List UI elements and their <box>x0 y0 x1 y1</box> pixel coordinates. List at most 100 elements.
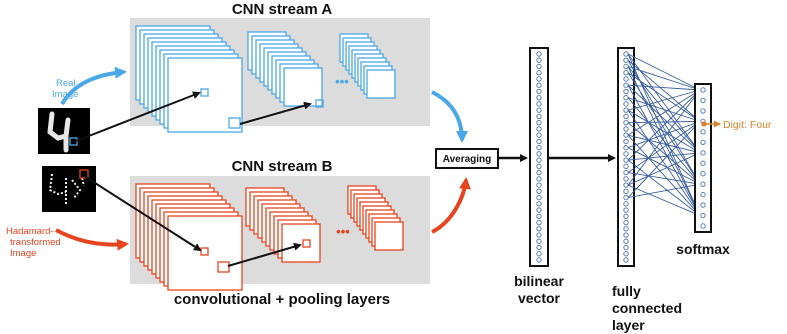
fc-neuron <box>623 232 629 238</box>
fc-neuron <box>623 113 629 120</box>
fc-softmax-connection <box>627 122 701 185</box>
fc-softmax-connection <box>627 89 701 136</box>
softmax-neuron <box>700 212 706 219</box>
fc-softmax-connection <box>627 53 701 91</box>
averaging-box <box>435 148 499 169</box>
fc-neuron <box>623 70 629 76</box>
averaging-label: Averaging <box>443 154 492 165</box>
bilinear-neuron <box>536 238 542 244</box>
fc-softmax-connection <box>627 147 701 185</box>
stream-a-stack-2 <box>247 31 323 107</box>
fc-neuron <box>623 144 629 151</box>
fc-softmax-connection <box>627 152 701 186</box>
bilinear-neuron <box>536 70 542 76</box>
softmax-neuron <box>700 129 706 135</box>
stream-b-ellipsis: ••• <box>336 224 350 239</box>
stream-a-feature-maps <box>135 25 396 133</box>
stream-a-title: CNN stream A <box>232 1 332 18</box>
bilinear-label-line2: vector <box>518 290 561 306</box>
output-neuron <box>701 121 707 127</box>
feature-map <box>281 223 321 263</box>
fc-softmax-connection <box>627 121 701 198</box>
bilinear-neuron <box>536 63 542 70</box>
fc-neuron <box>623 126 629 132</box>
feature-map <box>167 215 243 291</box>
fc-neuron <box>623 76 629 82</box>
real-image-label-line2: Image <box>52 89 78 100</box>
bilinear-neuron <box>536 126 542 132</box>
bilinear-neuron <box>536 132 542 138</box>
fc-neuron <box>623 207 629 213</box>
fc-softmax-connection <box>627 109 701 216</box>
patch-arrow-b1 <box>83 175 202 252</box>
stream-a-patch-3 <box>315 99 324 108</box>
bilinear-vector <box>529 47 549 267</box>
bilinear-neuron <box>536 188 542 195</box>
fc-neuron <box>623 132 629 138</box>
stream-b-patch-2 <box>217 261 230 273</box>
output-label: Digit: Four <box>723 119 772 131</box>
bilinear-neuron <box>536 94 542 101</box>
softmax-neuron <box>700 87 706 93</box>
bilinear-neuron <box>536 176 542 182</box>
stream-b-stack-1 <box>135 183 243 291</box>
softmax-neuron <box>700 108 706 114</box>
bilinear-neuron <box>536 182 542 188</box>
bilinear-neuron <box>536 57 542 63</box>
softmax-neuron <box>700 97 706 104</box>
stream-a-stack-1 <box>135 25 243 133</box>
fc-neuron <box>623 176 629 182</box>
fc-neuron <box>623 238 629 244</box>
bilinear-neuron <box>536 157 542 163</box>
feature-map <box>374 221 404 251</box>
fc-neuron <box>623 107 629 113</box>
bilinear-neuron <box>536 169 542 176</box>
fc-neuron <box>623 226 629 232</box>
fc-neuron <box>623 201 629 207</box>
fc-neuron <box>623 82 629 88</box>
fc-neuron <box>623 163 629 170</box>
bilinear-neuron <box>536 207 542 213</box>
bilinear-neuron <box>536 82 542 88</box>
fc-neurons <box>623 51 629 263</box>
feature-map <box>167 57 243 133</box>
hadamard-label-line1: Hadamard- <box>6 226 54 237</box>
fc-softmax-connection <box>627 184 701 216</box>
softmax-neurons <box>700 87 706 229</box>
stream-b-stack-2 <box>245 187 321 263</box>
fc-softmax-connection <box>627 97 701 122</box>
stream-a-output-arrow <box>431 90 468 143</box>
fc-softmax-connection <box>627 120 701 124</box>
fc-neuron <box>623 151 629 157</box>
bilinear-neuron <box>536 219 542 226</box>
bilinear-neuron <box>536 88 542 95</box>
fc-softmax-connection <box>627 89 701 111</box>
patch-arrow-a2 <box>239 101 312 125</box>
bilinear-label-line1: bilinear <box>514 273 564 289</box>
fc-softmax-connection <box>627 172 701 185</box>
fc-softmax-connection <box>627 72 701 185</box>
fc-label-line2: connected <box>612 300 682 316</box>
fc-neuron <box>623 219 629 226</box>
bilinear-neuron <box>536 251 542 257</box>
stream-b-patch-1 <box>200 247 209 256</box>
fc-softmax-connection <box>627 120 701 149</box>
patch-arrow-a1 <box>75 91 201 142</box>
fc-softmax-connection <box>627 72 701 122</box>
softmax-neuron <box>700 139 706 146</box>
hadamard-label-line2: transformed <box>10 237 61 248</box>
stream-a-ellipsis: ••• <box>335 74 349 89</box>
real-image-label-line1: Real <box>56 78 76 89</box>
softmax-neuron <box>700 202 706 208</box>
bilinear-neuron <box>536 51 542 57</box>
fc-softmax-connection <box>627 66 701 91</box>
bilinear-neuron <box>536 257 542 263</box>
fc-neuron <box>623 251 629 257</box>
fc-neuron <box>623 157 629 163</box>
hadamard-label-line3: Image <box>10 248 36 259</box>
fc-softmax-connection <box>627 84 701 91</box>
fc-neuron <box>623 194 629 201</box>
fc-neuron <box>623 57 629 63</box>
bilinear-neuron <box>536 213 542 220</box>
